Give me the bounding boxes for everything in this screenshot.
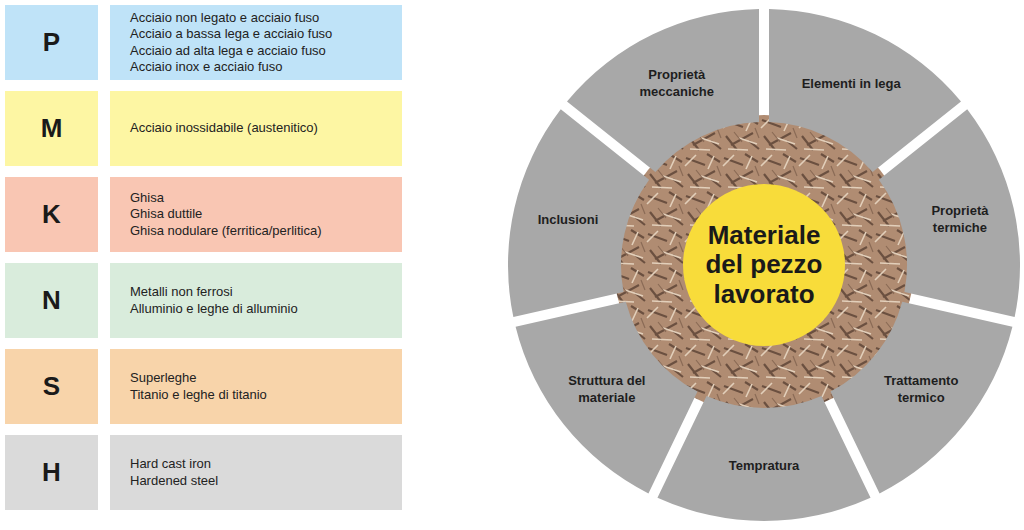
label-text: Titanio e leghe di titanio: [130, 387, 388, 403]
iso-code-box: P: [5, 5, 98, 80]
label-text: S: [43, 371, 60, 402]
iso-code-box: H: [5, 435, 98, 510]
label-text: Struttura del materiale: [555, 373, 659, 407]
label-text: Ghisa duttile: [130, 206, 388, 222]
segment-label: Elementi in lega: [799, 75, 903, 92]
label-text: H: [42, 457, 61, 488]
center-circle: Materiale del pezzo lavorato: [682, 183, 846, 347]
label-text: M: [41, 113, 63, 144]
label-text: Materiale del pezzo lavorato: [694, 221, 834, 308]
material-box: Acciaio inossidabile (austenitico): [110, 91, 402, 166]
label-text: Elementi in lega: [799, 75, 903, 92]
label-text: Hardened steel: [130, 473, 388, 489]
label-text: Proprietà termiche: [908, 203, 1012, 237]
segment-label: Struttura del materiale: [555, 373, 659, 407]
label-text: Ghisa nodulare (ferritica/perlitica): [130, 223, 388, 239]
material-box: Metalli non ferrosiAlluminio e leghe di …: [110, 263, 402, 338]
material-box: Hard cast ironHardened steel: [110, 435, 402, 510]
iso-code-box: K: [5, 177, 98, 252]
label-text: Superleghe: [130, 370, 388, 386]
segment-label: Inclusioni: [516, 212, 620, 229]
segment-label: Proprietà meccaniche: [625, 67, 729, 101]
material-box: SuperlegheTitanio e leghe di titanio: [110, 349, 402, 424]
segment-label: Tempratura: [712, 458, 816, 475]
label-text: Metalli non ferrosi: [130, 284, 388, 300]
label-text: P: [43, 27, 60, 58]
label-text: Ghisa: [130, 190, 388, 206]
material-box: GhisaGhisa duttileGhisa nodulare (ferrit…: [110, 177, 402, 252]
iso-code-box: N: [5, 263, 98, 338]
iso-code-box: S: [5, 349, 98, 424]
label-text: Acciaio a bassa lega e acciaio fuso: [130, 26, 388, 42]
label-text: Trattamento termico: [869, 373, 973, 407]
label-text: K: [42, 199, 61, 230]
label-text: N: [42, 285, 61, 316]
label-text: Acciaio ad alta lega e acciaio fuso: [130, 43, 388, 59]
label-text: Inclusioni: [516, 212, 620, 229]
segment-label: Proprietà termiche: [908, 203, 1012, 237]
material-box: Acciaio non legato e acciaio fusoAcciaio…: [110, 5, 402, 80]
label-text: Alluminio e leghe di alluminio: [130, 301, 388, 317]
label-text: Acciaio non legato e acciaio fuso: [130, 10, 388, 26]
label-text: Proprietà meccaniche: [625, 67, 729, 101]
label-text: Hard cast iron: [130, 456, 388, 472]
label-text: Tempratura: [712, 458, 816, 475]
iso-code-box: M: [5, 91, 98, 166]
label-text: Acciaio inossidabile (austenitico): [130, 120, 388, 136]
label-text: Acciaio inox e acciaio fuso: [130, 59, 388, 75]
segment-label: Trattamento termico: [869, 373, 973, 407]
